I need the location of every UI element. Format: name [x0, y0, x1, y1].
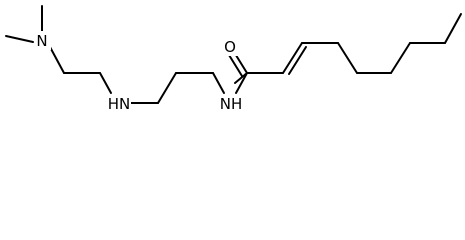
dimethylamino-n-bg [34, 31, 51, 50]
bond-carbonyl-double-1 [234, 72, 248, 84]
amine-nh-label: HN [108, 95, 131, 113]
carbonyl-o-bg [222, 37, 239, 56]
bond-c-chain-6 [444, 13, 462, 44]
ethylene-bridge-2 [126, 72, 225, 104]
amine-nh-bg [107, 94, 131, 113]
bond-methyl1-n [5, 35, 34, 43]
bond-n-ethyl1 [49, 46, 65, 74]
amide-group [228, 51, 248, 94]
bond-amide-n-carbonyl-c [235, 72, 248, 94]
bond-c-chain-2 [337, 42, 358, 74]
amide-nh-label: NH [220, 95, 243, 113]
bond-c2-nh [99, 72, 112, 94]
bond-carbonyl-double-3 [228, 54, 243, 77]
bond-c5-amide-n [212, 72, 225, 94]
dimethylamino-group [5, 5, 65, 74]
bond-c-chain-4 [390, 42, 411, 74]
octenyl-chain [246, 13, 462, 75]
carbonyl-o-label: O [224, 38, 236, 56]
dimethylamino-n-label: N [36, 32, 47, 50]
bond-alkene-single-line [282, 42, 303, 74]
atom-labels: N HN O NH [34, 31, 244, 113]
bond-alkene-double-line [288, 46, 307, 75]
amide-nh-bg [218, 94, 244, 113]
ethylene-bridge-1 [63, 72, 112, 94]
bond-c3-c4 [157, 72, 177, 104]
skeletal-structure-diagram: N HN O NH [5, 5, 462, 113]
